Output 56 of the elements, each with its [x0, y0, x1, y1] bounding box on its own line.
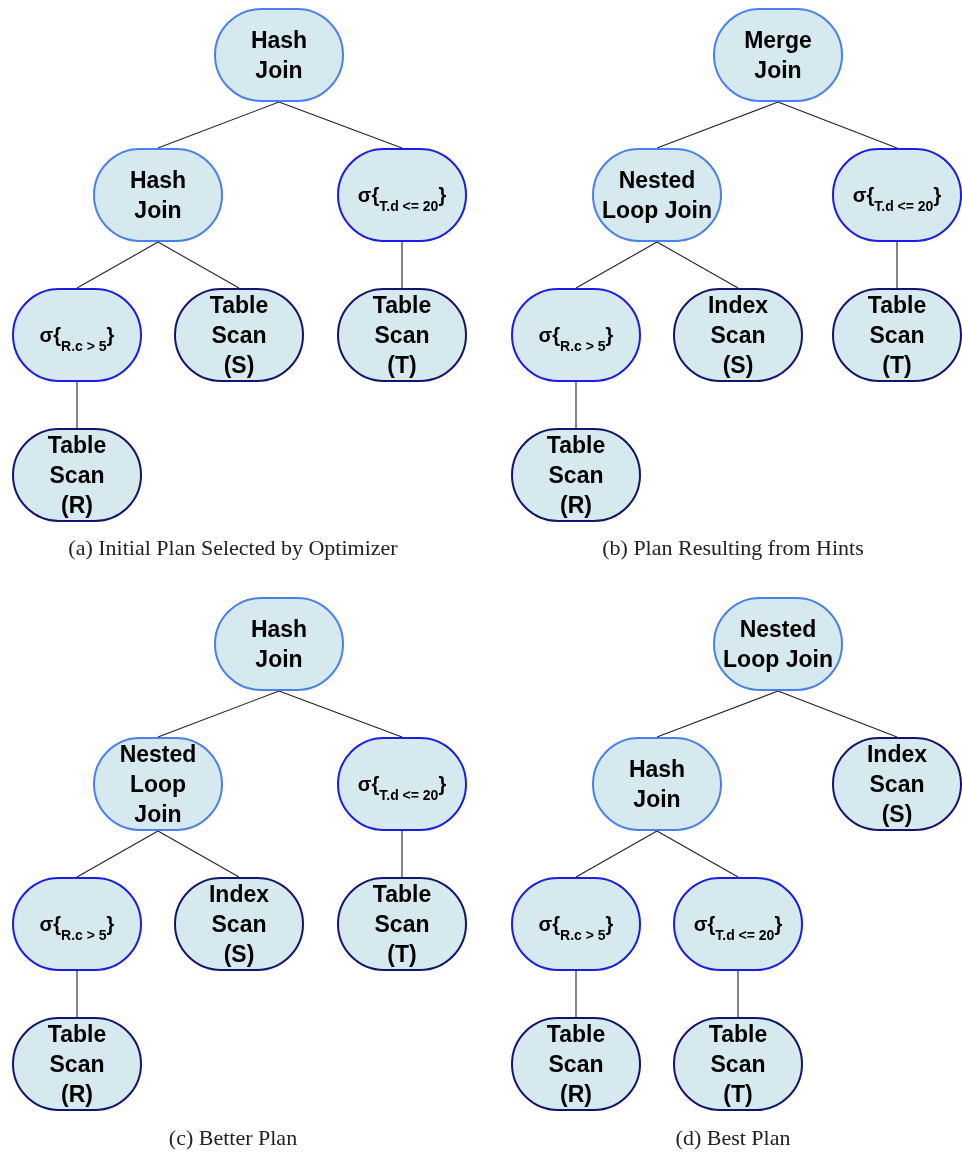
tree-edge — [157, 690, 280, 738]
join-node: Hash Join — [214, 8, 344, 102]
selection-node: σ{$_{T.d <= 20}$} — [832, 148, 962, 242]
join-node: Merge Join — [713, 8, 843, 102]
selection-node: σ{$_{T.d <= 20}$} — [673, 877, 803, 971]
selection-node: σ{$_{T.d <= 20}$} — [337, 737, 467, 831]
selection-node: σ{$_{R.c > 5}$} — [511, 288, 641, 382]
tree-edge — [76, 241, 159, 289]
subfigure-caption: (c) Better Plan — [168, 1125, 298, 1151]
tree-edge — [157, 101, 280, 149]
tree-edge — [76, 970, 78, 1018]
scan-node: Index Scan (S) — [673, 288, 803, 382]
tree-edge — [656, 690, 779, 738]
tree-edge — [737, 970, 739, 1018]
tree-edge — [157, 830, 240, 878]
tree-edge — [777, 690, 898, 738]
tree-edge — [656, 830, 739, 878]
tree-edge — [76, 381, 78, 429]
scan-node: Table Scan (T) — [337, 288, 467, 382]
tree-edge — [896, 241, 898, 289]
scan-node: Table Scan (R) — [12, 1017, 142, 1111]
tree-edge — [656, 101, 779, 149]
selection-node: σ{$_{T.d <= 20}$} — [337, 148, 467, 242]
join-node: Nested Loop Join — [592, 148, 722, 242]
scan-node: Table Scan (R) — [511, 428, 641, 522]
tree-edge — [157, 241, 240, 289]
join-node: Hash Join — [214, 597, 344, 691]
tree-edge — [401, 241, 403, 289]
tree-edge — [656, 241, 739, 289]
scan-node: Table Scan (T) — [337, 877, 467, 971]
tree-edge — [777, 101, 898, 149]
tree-edge — [401, 830, 403, 878]
subfigure-caption: (a) Initial Plan Selected by Optimizer — [68, 535, 398, 561]
subfigure-caption: (b) Plan Resulting from Hints — [602, 535, 864, 561]
join-node: Nested Loop Join — [713, 597, 843, 691]
tree-edge — [575, 381, 577, 429]
join-node: Hash Join — [592, 737, 722, 831]
tree-edge — [575, 241, 658, 289]
join-node: Hash Join — [93, 148, 223, 242]
scan-node: Table Scan (S) — [174, 288, 304, 382]
tree-edge — [575, 970, 577, 1018]
scan-node: Table Scan (R) — [511, 1017, 641, 1111]
scan-node: Index Scan (S) — [832, 737, 962, 831]
selection-node: σ{$_{R.c > 5}$} — [511, 877, 641, 971]
join-node: Nested Loop Join — [93, 737, 223, 831]
selection-node: σ{$_{R.c > 5}$} — [12, 288, 142, 382]
tree-edge — [575, 830, 658, 878]
scan-node: Table Scan (T) — [673, 1017, 803, 1111]
tree-edge — [278, 101, 403, 149]
tree-edge — [278, 690, 403, 738]
scan-node: Table Scan (T) — [832, 288, 962, 382]
selection-node: σ{$_{R.c > 5}$} — [12, 877, 142, 971]
tree-edge — [76, 830, 159, 878]
subfigure-caption: (d) Best Plan — [675, 1125, 791, 1151]
scan-node: Table Scan (R) — [12, 428, 142, 522]
scan-node: Index Scan (S) — [174, 877, 304, 971]
